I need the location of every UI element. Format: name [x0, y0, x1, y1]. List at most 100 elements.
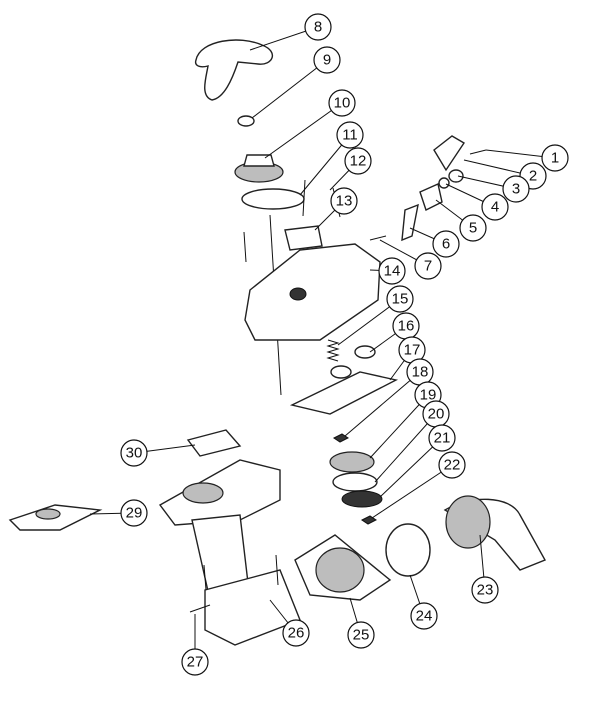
callout-6: 6	[432, 230, 460, 258]
shaft-part	[419, 183, 443, 211]
callout-circle	[459, 214, 487, 242]
callout-21: 21	[428, 424, 456, 452]
top-gasket-part	[186, 429, 242, 457]
callout-22: 22	[438, 451, 466, 479]
callout-circle	[328, 89, 356, 117]
screw-part	[275, 554, 279, 586]
washer-part	[237, 115, 255, 127]
callout-8: 8	[304, 13, 332, 41]
callout-3: 3	[502, 175, 530, 203]
callout-number: 24	[416, 608, 433, 625]
leader-line-19	[369, 394, 429, 459]
nut-part	[333, 433, 349, 443]
callout-27: 27	[181, 648, 209, 676]
callout-7: 7	[414, 252, 442, 280]
callout-circle	[336, 121, 364, 149]
screw-part	[189, 604, 211, 613]
callout-circle	[344, 147, 372, 175]
callout-number: 30	[126, 445, 143, 462]
callout-10: 10	[328, 89, 356, 117]
callout-26: 26	[282, 619, 310, 647]
body-port	[182, 482, 224, 504]
callout-5: 5	[459, 214, 487, 242]
leader-line-21	[379, 437, 443, 498]
callout-number: 12	[350, 153, 367, 170]
callout-12: 12	[344, 147, 372, 175]
callout-18: 18	[406, 358, 434, 386]
callout-circle	[347, 621, 375, 649]
callout-number: 13	[336, 193, 353, 210]
callout-number: 21	[434, 430, 451, 447]
callout-13: 13	[330, 187, 358, 215]
valve-seat-part	[329, 451, 375, 473]
elbow-port	[445, 495, 491, 549]
callout-23: 23	[471, 576, 499, 604]
leader-line-9	[251, 59, 328, 119]
callout-29: 29	[120, 499, 148, 527]
valve-disc-part	[330, 365, 352, 379]
ring-part	[438, 177, 450, 189]
callout-circle	[471, 576, 499, 604]
lever-part	[433, 135, 465, 172]
valve-part	[341, 490, 383, 508]
valve-disc-part	[354, 345, 376, 359]
callout-circle	[120, 439, 148, 467]
callouts: 1234567891011121314151617181920212223242…	[120, 13, 569, 676]
pump-body-base	[204, 569, 301, 646]
callout-circle	[410, 602, 438, 630]
callout-number: 10	[334, 95, 351, 112]
callout-11: 11	[336, 121, 364, 149]
pin-part	[469, 149, 487, 155]
callout-number: 9	[323, 52, 331, 69]
callout-number: 27	[187, 654, 204, 671]
callout-circle	[541, 144, 569, 172]
housing-cover-part	[244, 243, 381, 341]
callout-17: 17	[398, 336, 426, 364]
callout-circle	[432, 230, 460, 258]
callout-circle	[428, 424, 456, 452]
spring-part	[326, 339, 340, 362]
base-plate-boss	[35, 508, 61, 520]
callout-20: 20	[422, 400, 450, 428]
callout-number: 8	[314, 19, 322, 36]
screw-part	[243, 231, 247, 263]
callout-number: 11	[342, 127, 358, 144]
callout-number: 16	[398, 318, 415, 335]
callout-30: 30	[120, 439, 148, 467]
leader-line-20	[374, 413, 437, 483]
callout-circle	[386, 285, 414, 313]
callout-25: 25	[347, 621, 375, 649]
callout-1: 1	[541, 144, 569, 172]
callout-number: 3	[512, 181, 520, 198]
callout-9: 9	[313, 46, 341, 74]
callout-14: 14	[378, 257, 406, 285]
callout-circle	[438, 451, 466, 479]
screw-part	[302, 179, 306, 217]
cap-nut	[243, 154, 275, 167]
callout-number: 29	[126, 505, 143, 522]
callout-circle	[330, 187, 358, 215]
callout-circle	[282, 619, 310, 647]
callout-number: 25	[353, 627, 370, 644]
callout-number: 26	[288, 625, 305, 642]
arm-part	[401, 203, 419, 242]
callout-24: 24	[410, 602, 438, 630]
seal-ring-part	[332, 472, 378, 492]
small-screw-part	[369, 235, 387, 241]
leader-line-18	[344, 371, 421, 437]
callout-number: 4	[491, 199, 499, 216]
callout-number: 18	[412, 364, 429, 381]
callout-number: 19	[420, 387, 437, 404]
callout-15: 15	[386, 285, 414, 313]
bushing-part	[448, 169, 464, 183]
callout-circle	[414, 252, 442, 280]
callout-number: 6	[442, 236, 450, 253]
parts-drawing	[8, 39, 546, 646]
callout-number: 22	[444, 457, 461, 474]
callout-number: 1	[551, 150, 559, 167]
callout-circle	[313, 46, 341, 74]
leader-line-10	[264, 102, 343, 159]
callout-circle	[481, 193, 509, 221]
callout-number: 2	[529, 168, 537, 185]
